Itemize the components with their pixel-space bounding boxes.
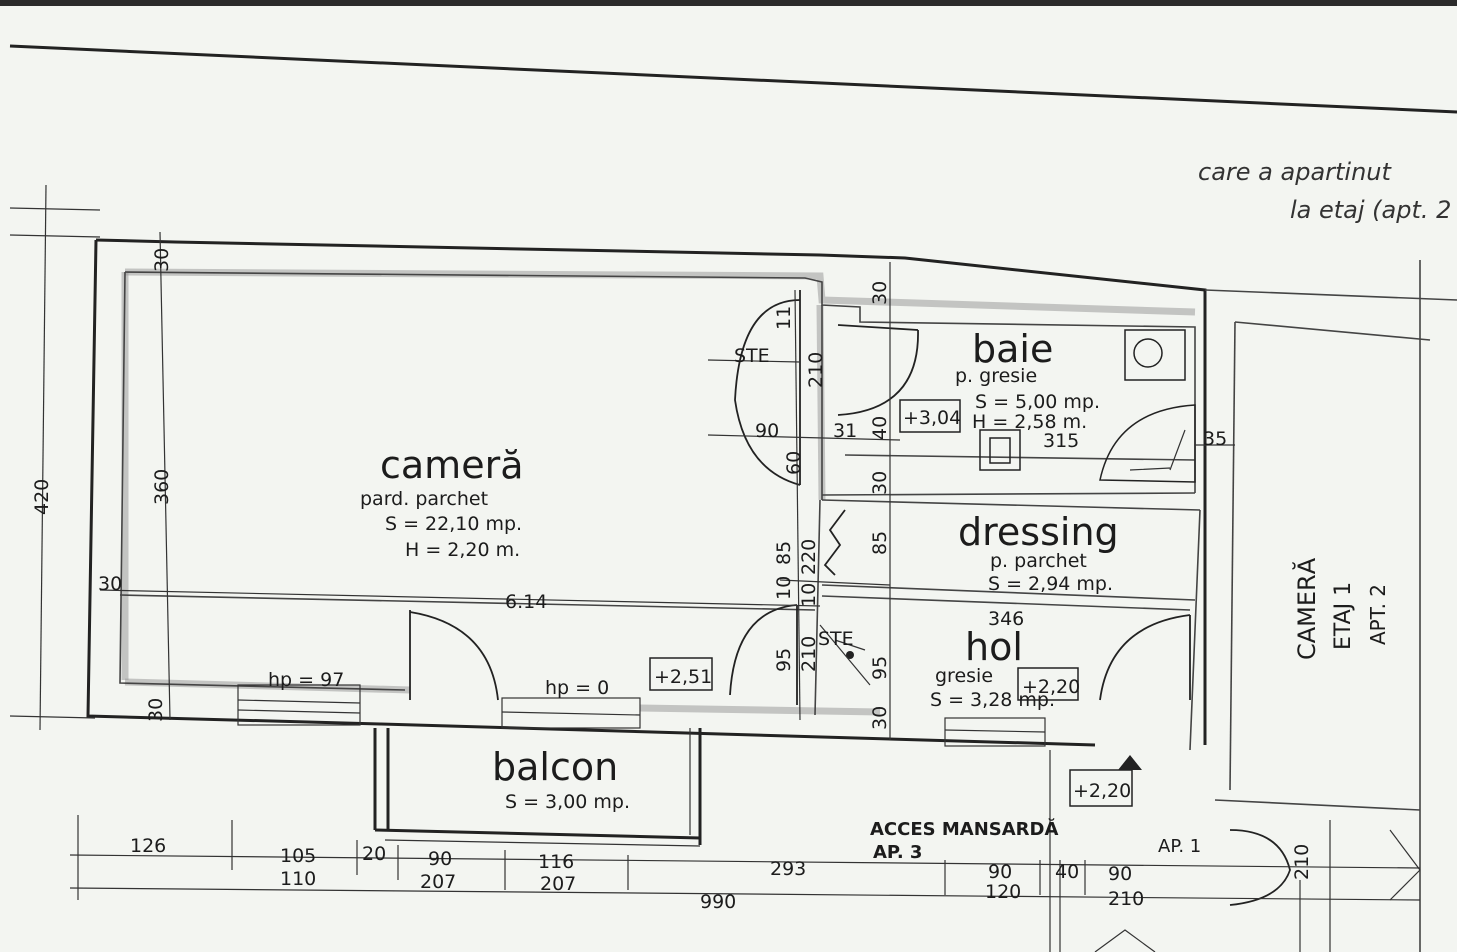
dim-31: 31 <box>833 420 857 442</box>
room-name-balcon: balcon <box>492 745 618 789</box>
bottom-dim-120: 120 <box>985 881 1021 903</box>
dim-346: 346 <box>988 608 1024 630</box>
room-floor-camera: pard. parchet <box>360 488 488 510</box>
bottom-dim-210: 210 <box>1108 888 1144 910</box>
bottom-dim-105: 105 <box>280 845 316 867</box>
note-line-1: care a apartinut <box>1198 158 1393 186</box>
dim-85-right: 85 <box>869 531 891 555</box>
room-height-camera: H = 2,20 m. <box>405 539 520 561</box>
room-floor-baie: p. gresie <box>955 365 1037 387</box>
doors <box>409 290 1291 906</box>
room-name-baie: baie <box>972 327 1053 371</box>
bottom-dim-116: 116 <box>538 851 574 873</box>
dim-11: 11 <box>773 306 795 330</box>
room-floor-hol: gresie <box>935 665 993 687</box>
dim-420: 420 <box>31 479 53 515</box>
room-floor-dressing: p. parchet <box>990 550 1087 572</box>
dimension-lines <box>9 184 1421 901</box>
bottom-dim-40: 40 <box>1055 861 1079 883</box>
bottom-dim-110: 110 <box>280 868 316 890</box>
dim-30-left: 30 <box>98 573 122 595</box>
balcony-outline <box>373 728 702 847</box>
dim-30-dressing: 30 <box>869 471 891 495</box>
bottom-dim-total-990: 990 <box>700 891 736 913</box>
bottom-dim-20: 20 <box>362 843 386 865</box>
dim-315: 315 <box>1043 430 1079 452</box>
dim-614: 6.14 <box>505 591 547 613</box>
level-camera: +2,51 <box>654 666 712 688</box>
level-hol: +2,20 <box>1022 676 1080 698</box>
dim-95-left: 95 <box>773 648 795 672</box>
dim-220: 220 <box>798 539 820 575</box>
dim-210-stair: 210 <box>1291 844 1313 880</box>
note-acces: ACCES MANSARDĂ <box>870 818 1058 840</box>
note-line-2: la etaj (apt. 2 <box>1290 196 1451 224</box>
dim-ste-2: STE <box>818 628 854 650</box>
sill-height-97: hp = 97 <box>268 669 344 691</box>
bottom-dim-90-b: 90 <box>988 861 1012 883</box>
room-name-hol: hol <box>965 625 1023 669</box>
bottom-dim-90-c: 90 <box>1108 863 1132 885</box>
room-name-dressing: dressing <box>958 510 1119 554</box>
dim-90-door: 90 <box>755 420 779 442</box>
room-area-dressing: S = 2,94 mp. <box>988 573 1113 595</box>
room-height-baie: H = 2,58 m. <box>972 411 1087 433</box>
dim-40-baie: 40 <box>869 416 891 440</box>
dim-360: 360 <box>151 469 173 505</box>
dim-210-hol: 210 <box>798 636 820 672</box>
dim-10-b: 10 <box>798 583 820 607</box>
bathroom-fixtures <box>979 329 1196 483</box>
sill-height-0: hp = 0 <box>545 677 609 699</box>
note-ap1: AP. 1 <box>1158 836 1201 857</box>
dim-30-bottom: 30 <box>145 698 167 722</box>
bottom-dim-207-a: 207 <box>420 871 456 893</box>
dim-60: 60 <box>783 451 805 475</box>
room-name-camera: cameră <box>380 443 523 487</box>
dim-ste: STE <box>734 345 770 367</box>
room-area-balcon: S = 3,00 mp. <box>505 791 630 813</box>
bottom-dim-293: 293 <box>770 858 806 880</box>
note-ap3: AP. 3 <box>873 842 922 863</box>
bottom-dim-126: 126 <box>130 835 166 857</box>
paper-edge <box>0 0 1457 6</box>
windows <box>237 684 1046 747</box>
room-area-baie: S = 5,00 mp. <box>975 391 1100 413</box>
level-baie: +3,04 <box>903 407 961 429</box>
level-boxes <box>649 399 1133 807</box>
dim-95-right: 95 <box>869 656 891 680</box>
sheet-border-line <box>9 44 1457 114</box>
stairs <box>1049 750 1421 952</box>
dim-35: 35 <box>1203 428 1227 450</box>
camera-etaj-name: CAMERĂ <box>1291 557 1321 660</box>
camera-etaj-label: CAMERĂ ETAJ 1 APT. 2 <box>1291 557 1390 660</box>
dim-30-baie: 30 <box>869 281 891 305</box>
level-acces: +2,20 <box>1073 780 1131 802</box>
room-area-hol: S = 3,28 mp. <box>930 689 1055 711</box>
dim-30-hol: 30 <box>869 706 891 730</box>
dim-210-baie: 210 <box>805 352 827 388</box>
camera-etaj-floor: ETAJ 1 <box>1331 582 1356 650</box>
dim-85-left: 85 <box>773 541 795 565</box>
camera-etaj-apt: APT. 2 <box>1366 584 1390 645</box>
bottom-dim-90-a: 90 <box>428 848 452 870</box>
dim-10-a: 10 <box>773 576 795 600</box>
dim-30-top: 30 <box>151 248 173 272</box>
bottom-dim-207-b: 207 <box>540 873 576 895</box>
room-area-camera: S = 22,10 mp. <box>385 513 522 535</box>
